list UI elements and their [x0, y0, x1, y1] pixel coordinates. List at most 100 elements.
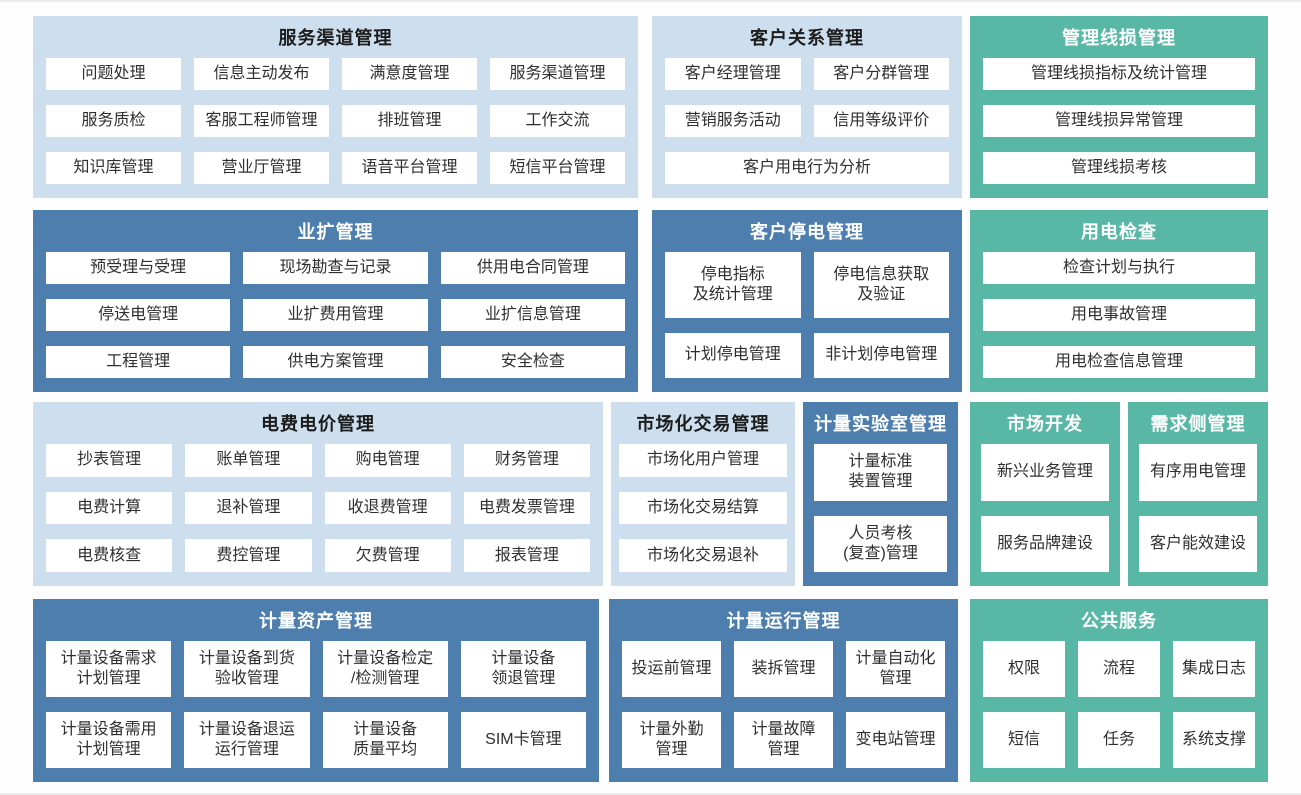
block-market-development: 市场开发 新兴业务管理服务品牌建设 [970, 402, 1120, 586]
block-metering-assets: 计量资产管理 计量设备需求 计划管理计量设备到货 验收管理计量设备检定 /检测管… [33, 599, 599, 782]
module-item: 计量设备到货 验收管理 [184, 641, 310, 697]
module-item: 费控管理 [185, 539, 312, 572]
module-item: 报表管理 [463, 539, 590, 572]
module-item: 服务质检 [46, 105, 181, 137]
module-item: 用电检查信息管理 [983, 346, 1255, 378]
module-item: 业扩信息管理 [440, 299, 625, 331]
block-metering-operation: 计量运行管理 投运前管理装拆管理计量自动化 管理计量外勤 管理计量故障 管理变电… [609, 599, 958, 782]
module-item: 服务渠道管理 [490, 58, 625, 90]
module-item: 客户用电行为分析 [665, 152, 949, 184]
block-items: 有序用电管理客户能效建设 [1128, 444, 1268, 586]
block-service-channel: 服务渠道管理 问题处理信息主动发布满意度管理服务渠道管理服务质检客服工程师管理排… [33, 16, 638, 198]
module-item: 问题处理 [46, 58, 181, 90]
module-item: 新兴业务管理 [981, 444, 1109, 501]
module-item: 满意度管理 [342, 58, 477, 90]
block-customer-relationship: 客户关系管理 客户经理管理客户分群管理营销服务活动信用等级评价客户用电行为分析 [652, 16, 962, 198]
block-public-services: 公共服务 权限流程集成日志短信任务系统支撑 [970, 599, 1268, 782]
block-title: 需求侧管理 [1150, 414, 1246, 434]
module-item: 账单管理 [185, 444, 312, 477]
block-title: 计量资产管理 [259, 611, 373, 631]
module-item: 流程 [1078, 641, 1160, 697]
block-title: 电费电价管理 [261, 414, 375, 434]
block-title: 客户停电管理 [750, 222, 864, 242]
module-item: 市场化交易结算 [619, 491, 787, 525]
block-customer-outage: 客户停电管理 停电指标 及统计管理停电信息获取 及验证计划停电管理非计划停电管理 [652, 210, 962, 392]
block-items: 预受理与受理现场勘查与记录供用电合同管理停送电管理业扩费用管理业扩信息管理工程管… [33, 252, 638, 392]
block-title: 业扩管理 [297, 222, 374, 242]
module-item: 系统支撑 [1173, 712, 1255, 768]
module-item: 排班管理 [342, 105, 477, 137]
module-item: 退补管理 [185, 491, 312, 525]
module-item: 计量设备需求 计划管理 [46, 641, 172, 697]
module-item: 客户分群管理 [813, 58, 949, 90]
module-item: 市场化交易退补 [619, 539, 787, 572]
block-title: 服务渠道管理 [278, 28, 393, 48]
block-items: 权限流程集成日志短信任务系统支撑 [970, 641, 1268, 782]
module-item: 现场勘查与记录 [243, 252, 428, 284]
module-item: 计量设备 质量平均 [322, 712, 448, 768]
block-tariff: 电费电价管理 抄表管理账单管理购电管理财务管理电费计算退补管理收退费管理电费发票… [33, 402, 603, 586]
block-title: 市场化交易管理 [636, 414, 770, 434]
module-item: 市场化用户管理 [619, 444, 787, 477]
module-item: 信用等级评价 [813, 105, 949, 137]
block-items: 市场化用户管理市场化交易结算市场化交易退补 [611, 444, 795, 586]
block-business-expansion: 业扩管理 预受理与受理现场勘查与记录供用电合同管理停送电管理业扩费用管理业扩信息… [33, 210, 638, 392]
module-item: 工程管理 [46, 346, 231, 378]
module-item: 管理线损异常管理 [983, 105, 1255, 137]
block-items: 抄表管理账单管理购电管理财务管理电费计算退补管理收退费管理电费发票管理电费核查费… [33, 444, 603, 586]
module-item: 营业厅管理 [194, 152, 329, 184]
block-items: 问题处理信息主动发布满意度管理服务渠道管理服务质检客服工程师管理排班管理工作交流… [33, 58, 638, 198]
block-items: 计量设备需求 计划管理计量设备到货 验收管理计量设备检定 /检测管理计量设备 领… [33, 641, 599, 782]
module-item: 管理线损考核 [983, 152, 1255, 184]
module-item: 计量故障 管理 [734, 712, 833, 768]
block-title: 客户关系管理 [750, 28, 864, 48]
module-item: 安全检查 [440, 346, 625, 378]
module-item: 非计划停电管理 [813, 332, 949, 378]
block-title: 用电检查 [1081, 222, 1157, 242]
module-item: 人员考核 (复查)管理 [814, 515, 947, 572]
module-item: 任务 [1078, 712, 1160, 768]
module-item: 客户经理管理 [665, 58, 801, 90]
block-title: 计量实验室管理 [814, 414, 947, 434]
module-item: 抄表管理 [46, 444, 173, 477]
module-item: 停电信息获取 及验证 [813, 252, 949, 318]
module-item: 检查计划与执行 [983, 252, 1255, 284]
module-item: 计划停电管理 [665, 332, 801, 378]
module-item: 工作交流 [490, 105, 625, 137]
block-line-loss: 管理线损管理 管理线损指标及统计管理管理线损异常管理管理线损考核 [970, 16, 1268, 198]
module-item: 供用电合同管理 [440, 252, 625, 284]
block-items: 停电指标 及统计管理停电信息获取 及验证计划停电管理非计划停电管理 [652, 252, 962, 392]
module-item: SIM卡管理 [460, 712, 586, 768]
block-title: 公共服务 [1081, 611, 1157, 631]
block-demand-side: 需求侧管理 有序用电管理客户能效建设 [1128, 402, 1268, 586]
module-item: 计量设备 领退管理 [460, 641, 586, 697]
module-item: 计量设备退运 运行管理 [184, 712, 310, 768]
module-item: 营销服务活动 [665, 105, 801, 137]
block-market-trading: 市场化交易管理 市场化用户管理市场化交易结算市场化交易退补 [611, 402, 795, 586]
module-item: 计量标准 装置管理 [814, 444, 947, 501]
module-item: 计量设备检定 /检测管理 [322, 641, 448, 697]
module-item: 短信 [983, 712, 1065, 768]
module-item: 电费计算 [46, 491, 173, 525]
module-item: 信息主动发布 [194, 58, 329, 90]
block-metering-lab: 计量实验室管理 计量标准 装置管理人员考核 (复查)管理 [803, 402, 958, 586]
module-item: 变电站管理 [846, 712, 945, 768]
module-item: 电费核查 [46, 539, 173, 572]
module-item: 预受理与受理 [46, 252, 231, 284]
module-item: 欠费管理 [324, 539, 451, 572]
module-item: 业扩费用管理 [243, 299, 428, 331]
module-item: 购电管理 [324, 444, 451, 477]
module-item: 计量自动化 管理 [846, 641, 945, 697]
block-power-inspection: 用电检查 检查计划与执行用电事故管理用电检查信息管理 [970, 210, 1268, 392]
module-item: 客服工程师管理 [194, 105, 329, 137]
module-item: 语音平台管理 [342, 152, 477, 184]
module-item: 财务管理 [463, 444, 590, 477]
module-item: 有序用电管理 [1139, 444, 1257, 501]
block-items: 新兴业务管理服务品牌建设 [970, 444, 1120, 586]
module-item: 短信平台管理 [490, 152, 625, 184]
module-item: 用电事故管理 [983, 299, 1255, 331]
module-item: 停送电管理 [46, 299, 231, 331]
module-item: 计量外勤 管理 [622, 712, 721, 768]
module-item: 集成日志 [1173, 641, 1255, 697]
